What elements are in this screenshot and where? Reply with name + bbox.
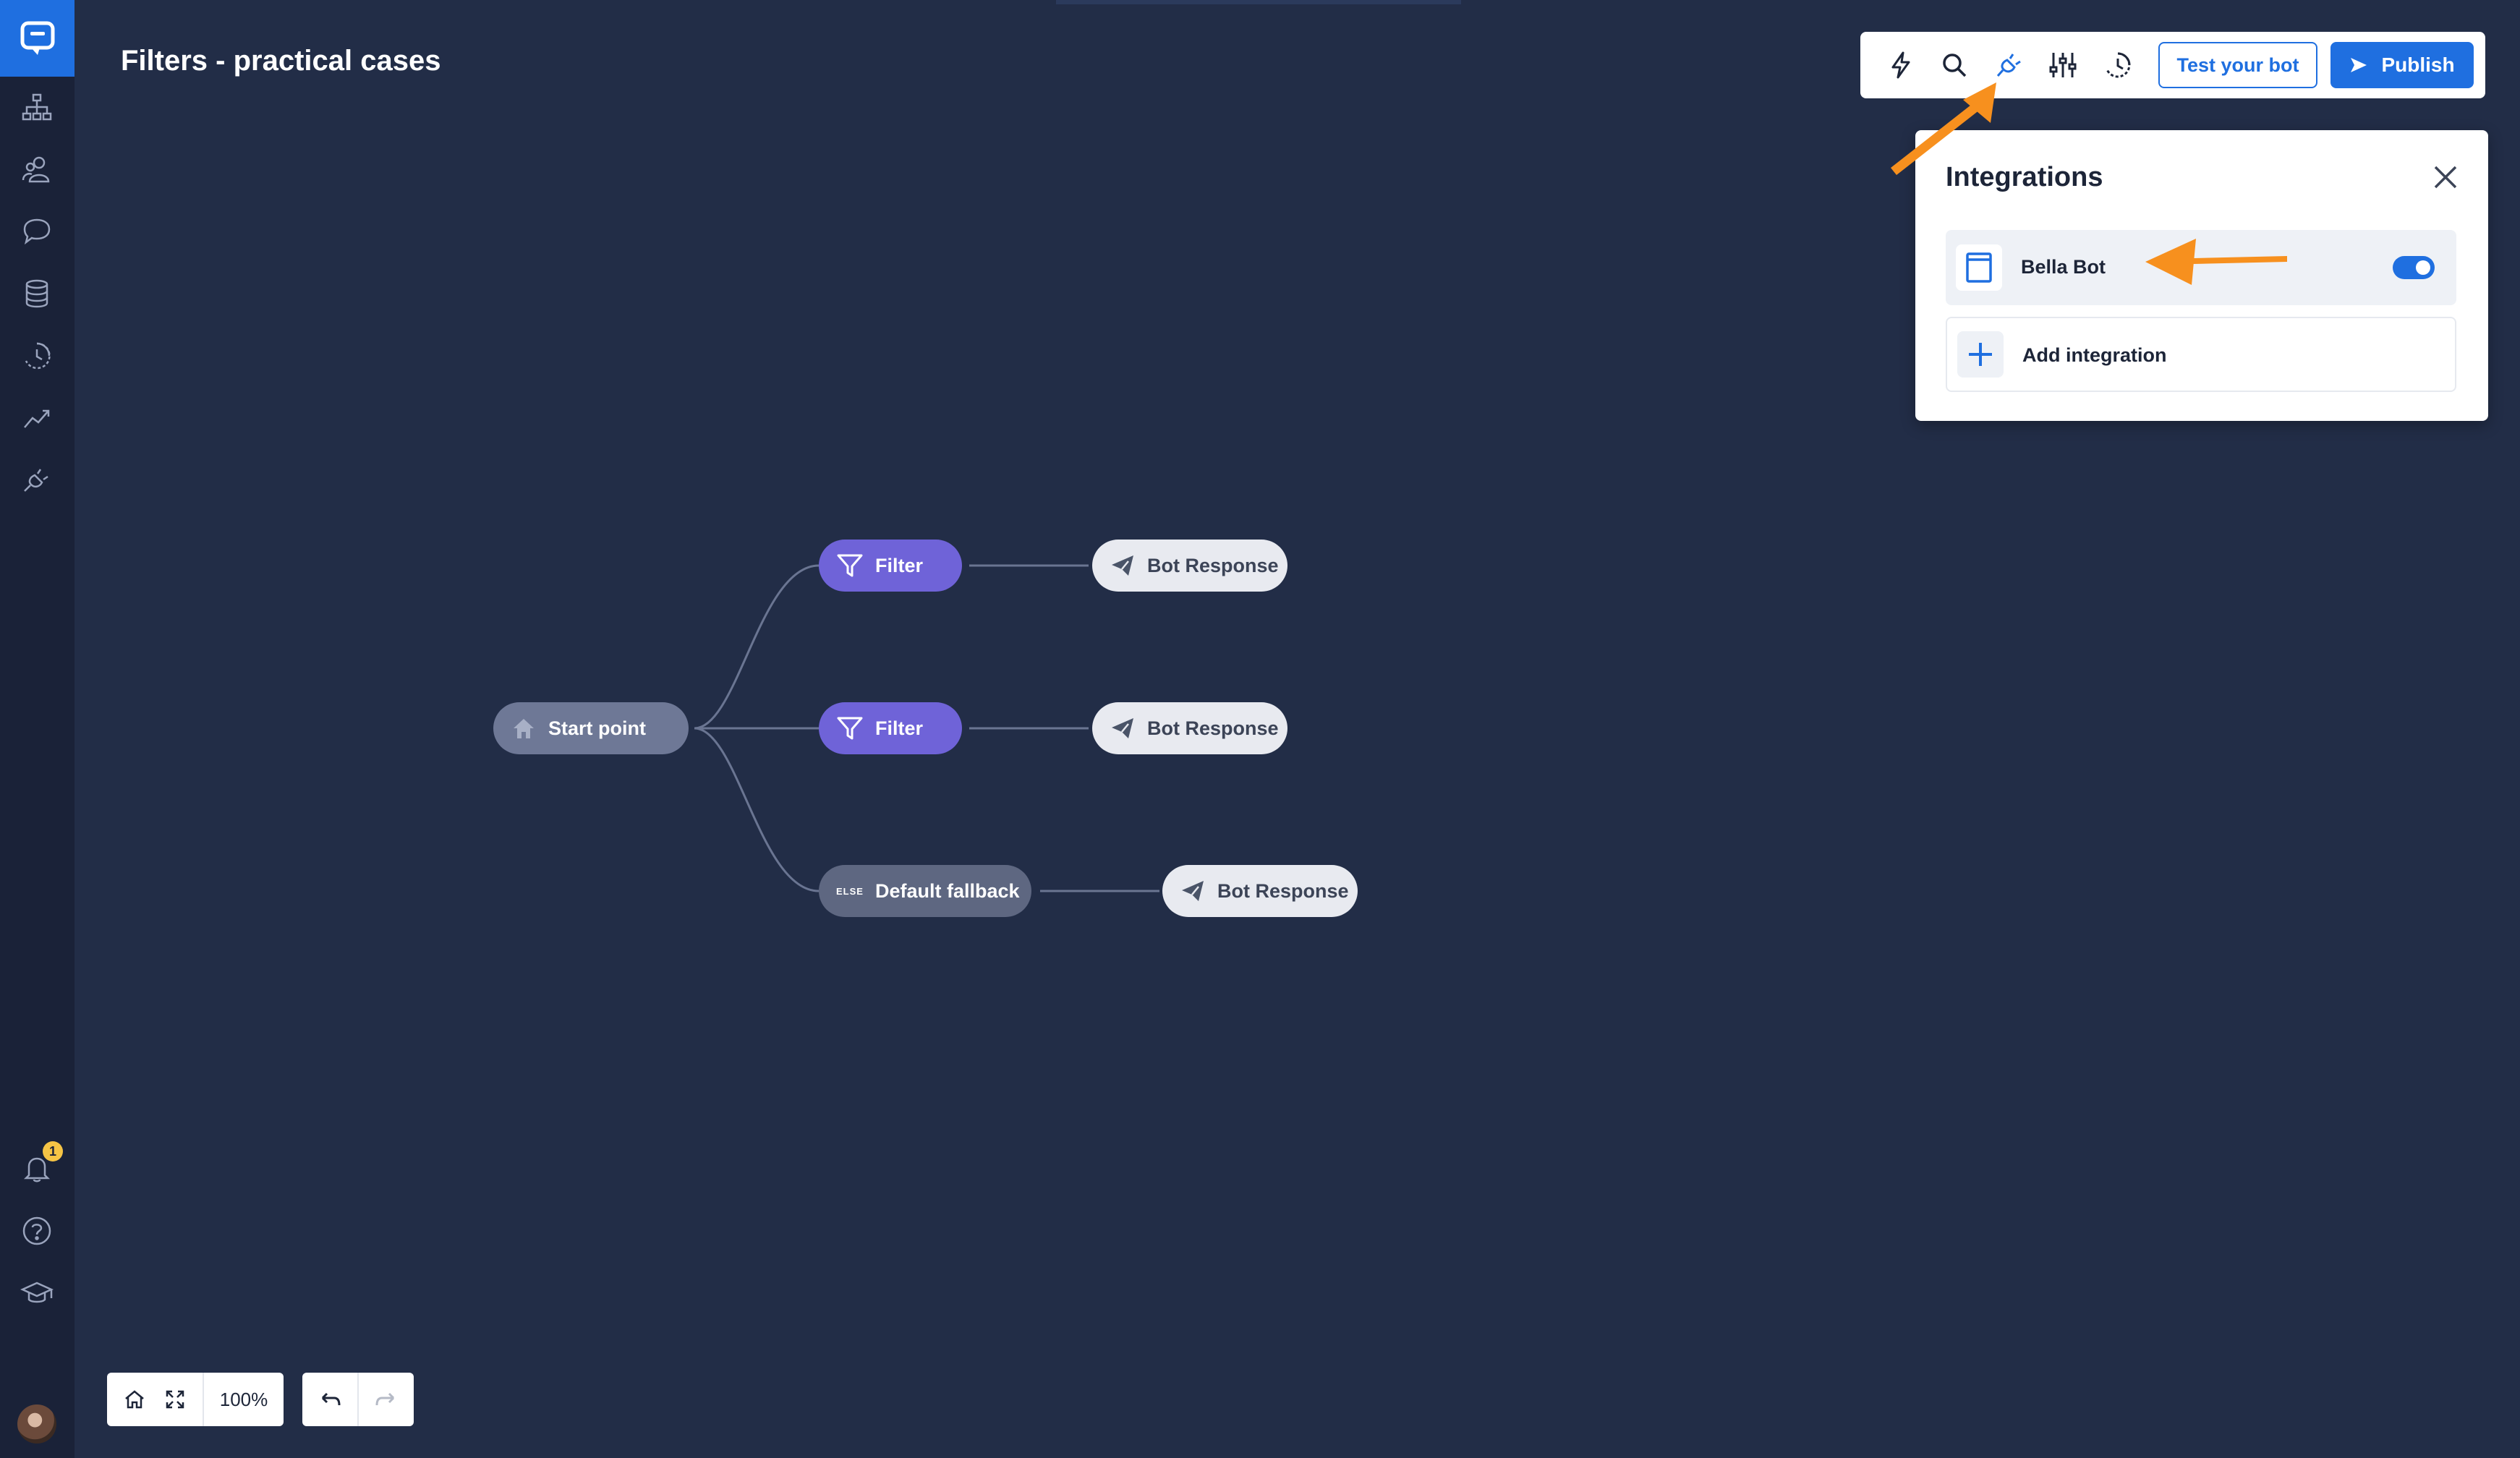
academy-icon[interactable]	[15, 1271, 59, 1315]
divider	[357, 1373, 359, 1426]
test-bot-button[interactable]: Test your bot	[2158, 42, 2317, 88]
notification-badge: 1	[43, 1141, 63, 1161]
send-icon	[2351, 58, 2367, 72]
send-icon	[1182, 881, 1204, 901]
top-toolbar: Test your bot Publish	[1860, 32, 2485, 98]
sidebar: 1	[0, 0, 75, 1458]
filter-node[interactable]: Filter	[819, 702, 962, 754]
node-label: Bot Response	[1217, 879, 1349, 902]
lightning-icon[interactable]	[1882, 46, 1920, 84]
canvas-controls: 100%	[107, 1373, 284, 1426]
integrations-panel: Integrations Bella Bot Add integration	[1915, 130, 2488, 421]
user-avatar[interactable]	[17, 1404, 56, 1444]
send-icon	[1112, 718, 1133, 738]
integrations-icon[interactable]	[15, 459, 59, 502]
send-icon	[1112, 555, 1133, 576]
bot-response-node[interactable]: Bot Response	[1092, 540, 1287, 592]
node-label: Start point	[548, 717, 646, 739]
history-controls	[302, 1373, 414, 1426]
redo-button[interactable]	[365, 1373, 406, 1426]
plus-icon	[1957, 331, 2004, 378]
node-label: Bot Response	[1147, 554, 1279, 576]
divider	[203, 1373, 204, 1426]
zoom-level[interactable]: 100%	[204, 1373, 284, 1426]
zoom-value: 100%	[219, 1388, 268, 1410]
undo-button[interactable]	[310, 1373, 352, 1426]
node-label: Bot Response	[1147, 717, 1279, 739]
close-icon[interactable]	[2427, 159, 2464, 195]
chat-icon[interactable]	[15, 210, 59, 253]
publish-button[interactable]: Publish	[2330, 42, 2474, 88]
add-integration-label: Add integration	[2022, 344, 2167, 366]
top-strip	[1056, 0, 1461, 4]
history-icon[interactable]	[2099, 46, 2137, 84]
filter-icon	[837, 717, 863, 740]
filter-node[interactable]: Filter	[819, 540, 962, 592]
integration-item-bella-bot[interactable]: Bella Bot	[1946, 230, 2456, 305]
history-icon[interactable]	[15, 334, 59, 378]
integration-toggle[interactable]	[2393, 256, 2435, 279]
database-icon[interactable]	[15, 272, 59, 315]
add-integration-button[interactable]: Add integration	[1946, 317, 2456, 392]
publish-label: Publish	[2381, 54, 2455, 76]
bell-icon[interactable]: 1	[15, 1141, 63, 1190]
node-label: Filter	[875, 717, 924, 739]
bot-response-node[interactable]: Bot Response	[1092, 702, 1287, 754]
sliders-icon[interactable]	[2044, 46, 2082, 84]
else-tag: ELSE	[836, 885, 864, 897]
bot-response-node[interactable]: Bot Response	[1162, 865, 1358, 917]
audience-icon[interactable]	[15, 148, 59, 191]
node-label: Default fallback	[874, 879, 1020, 902]
home-view-button[interactable]	[117, 1373, 152, 1426]
fit-view-button[interactable]	[158, 1373, 192, 1426]
expand-icon	[166, 1390, 184, 1409]
node-label: Filter	[875, 554, 924, 576]
flows-icon[interactable]	[15, 85, 59, 129]
page-title: Filters - practical cases	[121, 45, 441, 77]
search-icon[interactable]	[1936, 46, 1973, 84]
help-icon[interactable]	[15, 1209, 59, 1253]
start-point-node[interactable]: Start point	[493, 702, 689, 754]
integration-label: Bella Bot	[2021, 256, 2106, 278]
filter-icon	[837, 554, 863, 577]
undo-icon	[321, 1392, 341, 1406]
home-icon	[514, 719, 534, 738]
chat-logo-icon	[20, 21, 54, 55]
default-fallback-node[interactable]: ELSE Default fallback	[819, 865, 1031, 917]
plug-icon[interactable]	[1991, 46, 2028, 84]
redo-icon	[375, 1392, 395, 1406]
app-logo[interactable]	[0, 0, 75, 77]
home-icon	[125, 1390, 144, 1409]
panel-title: Integrations	[1946, 162, 2103, 192]
reports-icon[interactable]	[15, 396, 59, 440]
window-icon	[1956, 244, 2002, 291]
